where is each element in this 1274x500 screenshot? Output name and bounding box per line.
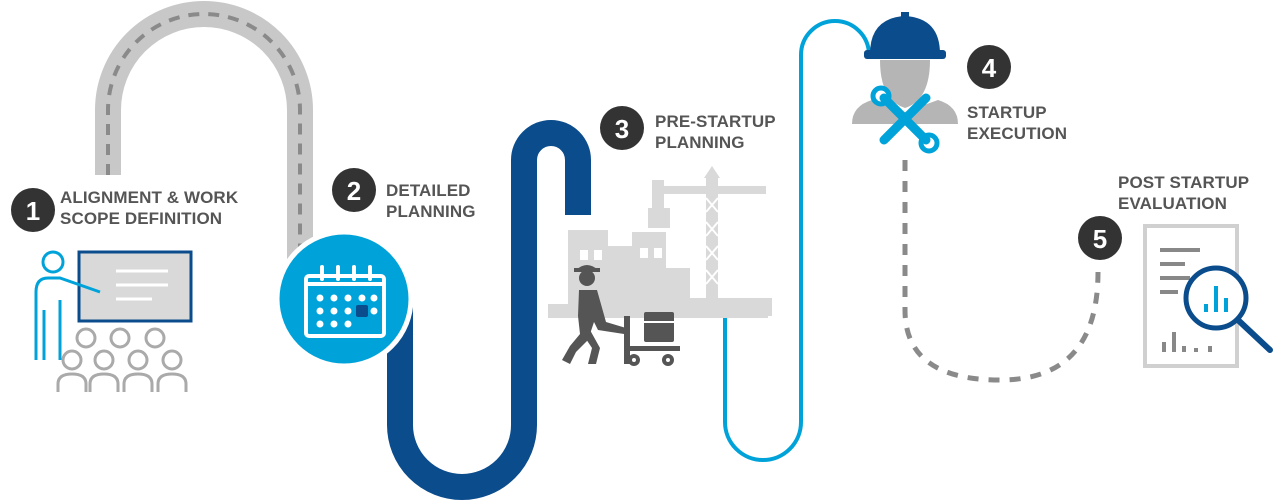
step-4-title: STARTUP EXECUTION bbox=[967, 102, 1067, 144]
step-1-title-line-1: ALIGNMENT & WORK bbox=[60, 188, 239, 207]
step-number-3: 3 bbox=[615, 114, 629, 144]
step-number-4: 4 bbox=[982, 53, 997, 83]
path-segment-dashed bbox=[902, 160, 1101, 383]
step-number-1: 1 bbox=[26, 196, 40, 226]
step-number-2: 2 bbox=[347, 176, 361, 206]
step-3-title: PRE-STARTUP PLANNING bbox=[655, 111, 776, 153]
step-number-5: 5 bbox=[1093, 224, 1107, 254]
step-1-title-line-2: SCOPE DEFINITION bbox=[60, 209, 223, 228]
step-4-title-line-2: EXECUTION bbox=[967, 124, 1068, 143]
engineer-tools-icon bbox=[852, 12, 958, 154]
step-badge-2: 2 bbox=[332, 168, 376, 212]
step-2-title: DETAILED PLANNING bbox=[386, 180, 476, 222]
step-5-title: POST STARTUP EVALUATION bbox=[1118, 172, 1249, 214]
step-badge-5: 5 bbox=[1078, 216, 1122, 260]
calendar-icon bbox=[274, 229, 414, 369]
step-3-title-line-2: PLANNING bbox=[655, 133, 745, 152]
path-segment-navy bbox=[387, 120, 591, 500]
step-3-title-line-1: PRE-STARTUP bbox=[655, 112, 776, 131]
presentation-icon bbox=[34, 250, 193, 392]
step-5-title-line-2: EVALUATION bbox=[1118, 194, 1227, 213]
step-badge-1: 1 bbox=[11, 188, 55, 232]
step-4-title-line-1: STARTUP bbox=[967, 103, 1047, 122]
report-analysis-icon bbox=[1143, 224, 1273, 368]
step-5-title-line-1: POST STARTUP bbox=[1118, 173, 1250, 192]
path-segment-light-blue bbox=[723, 19, 871, 462]
step-badge-3: 3 bbox=[600, 106, 644, 150]
step-2-title-line-2: PLANNING bbox=[386, 202, 476, 221]
road-segment-gray bbox=[95, 1, 313, 260]
step-1-title: ALIGNMENT & WORK SCOPE DEFINITION bbox=[60, 187, 238, 229]
step-badge-4: 4 bbox=[967, 45, 1011, 89]
construction-site-icon bbox=[548, 166, 772, 366]
step-2-title-line-1: DETAILED bbox=[386, 181, 471, 200]
